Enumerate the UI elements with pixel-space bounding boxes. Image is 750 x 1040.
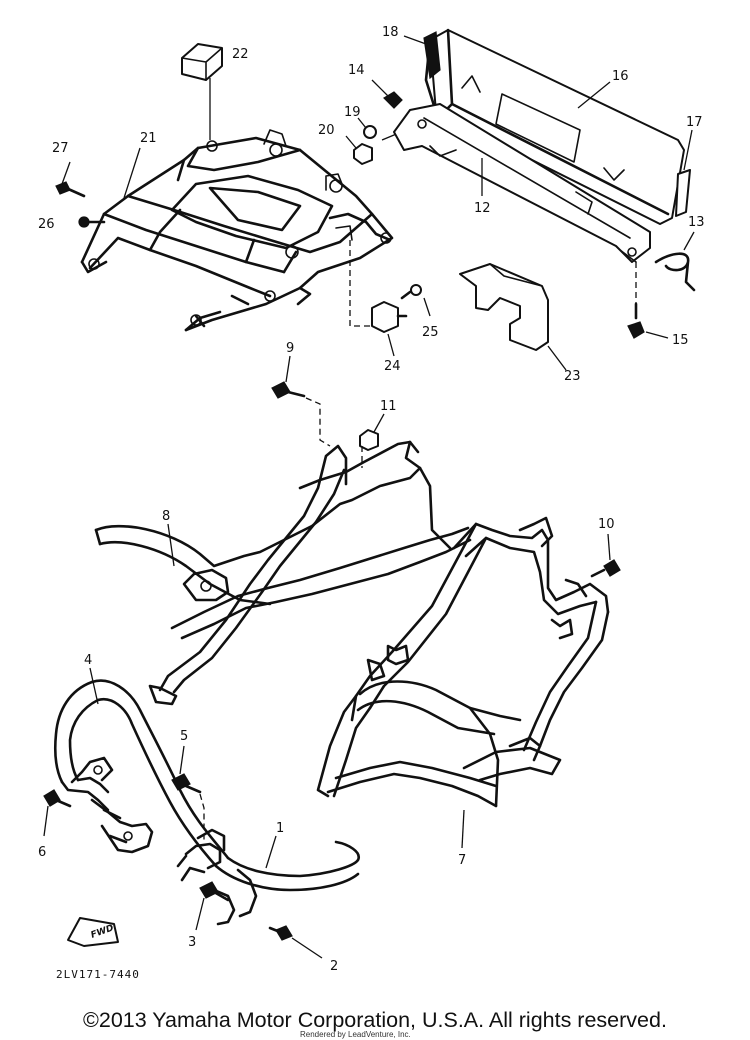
part-15-bolt: [627, 262, 669, 339]
callout-12: 12: [474, 201, 491, 216]
part-10-bolt: [590, 559, 621, 578]
callout-1: 1: [276, 821, 284, 836]
part-19-washer: [363, 125, 377, 139]
part-21-seat-frame: [80, 129, 394, 332]
copyright-notice: ©2013 Yamaha Motor Corporation, U.S.A. A…: [83, 1008, 667, 1032]
callout-15: 15: [672, 333, 689, 348]
part-23-u-block: [459, 263, 567, 371]
callout-10: 10: [598, 517, 615, 532]
callout-24: 24: [384, 359, 401, 374]
callout-27: 27: [52, 141, 69, 156]
part-26-bolt: [78, 216, 106, 228]
drawing-code: 2LV171-7440: [56, 968, 140, 981]
part-3-bolt: [199, 881, 230, 902]
part-27-bolt: [55, 181, 86, 198]
part-13-hinge: [654, 231, 696, 292]
part-18-trim: [403, 31, 441, 80]
callout-23: 23: [564, 369, 581, 384]
rendered-by-credit: Rendered by LeadVenture, Inc.: [300, 1030, 411, 1039]
part-4-front-bumper: [53, 667, 360, 926]
part-20-nut: [353, 143, 373, 165]
part-5-bolt: [171, 773, 202, 794]
callout-6: 6: [38, 845, 46, 860]
callout-25: 25: [422, 325, 439, 340]
callout-19: 19: [344, 105, 361, 120]
callout-9: 9: [286, 341, 294, 356]
part-11-nut: [359, 429, 379, 451]
callout-5: 5: [180, 729, 188, 744]
part-8-mid-frame: [94, 440, 472, 706]
callout-2: 2: [330, 959, 338, 974]
part-12-bracket: [393, 103, 651, 263]
callout-26: 26: [38, 217, 55, 232]
callout-22: 22: [232, 47, 249, 62]
part-24-grommet: [371, 301, 408, 333]
callout-4: 4: [84, 653, 92, 668]
fwd-arrow-icon: FWD: [67, 917, 119, 947]
callout-16: 16: [612, 69, 629, 84]
callout-18: 18: [382, 25, 399, 40]
part-25-screw: [400, 284, 422, 300]
part-7-rear-frame: [316, 516, 610, 849]
callout-11: 11: [380, 399, 397, 414]
callouts: 1 2 3 4 5 6 7 8 9 10 11 12 13 14 15 16 1…: [38, 25, 705, 974]
callout-7: 7: [458, 853, 466, 868]
callout-17: 17: [686, 115, 703, 130]
callout-21: 21: [140, 131, 157, 146]
part-6-bolt: [43, 789, 72, 808]
callout-13: 13: [688, 215, 705, 230]
part-9-bolt: [271, 381, 306, 399]
part-14-clip: [383, 91, 403, 109]
callout-20: 20: [318, 123, 335, 138]
callout-8: 8: [162, 509, 170, 524]
part-22-cap: [181, 43, 223, 81]
callout-14: 14: [348, 63, 365, 78]
parts-diagram: FWD 2LV171-7440 1 2 3 4 5 6 7 8 9 10 11 …: [38, 25, 705, 981]
callout-3: 3: [188, 935, 196, 950]
part-17-end-cap: [675, 129, 693, 217]
part-2-bolt: [268, 925, 293, 941]
